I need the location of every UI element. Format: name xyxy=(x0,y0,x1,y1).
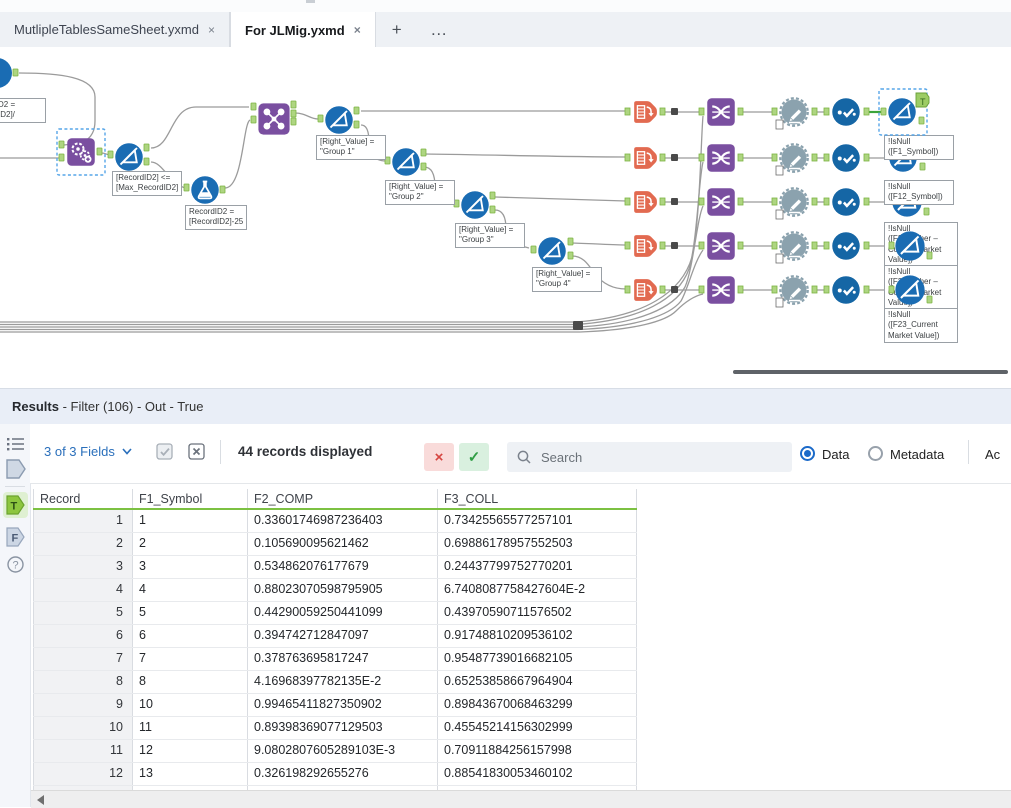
false-anchor-button[interactable]: F xyxy=(3,524,28,550)
filter-tool-group1[interactable] xyxy=(317,105,360,135)
table-row[interactable]: 5 5 0.44290059250441099 0.43970590711576… xyxy=(33,602,637,625)
table-row[interactable]: 8 8 4.16968397782135E-2 0.65253858667964… xyxy=(33,671,637,694)
results-subtitle: - Filter (106) - Out - True xyxy=(58,399,204,414)
list-view-icon[interactable] xyxy=(7,437,25,451)
arrange-tool-rows[interactable] xyxy=(624,100,666,302)
actions-label[interactable]: Ac xyxy=(985,447,1001,462)
column-header-f2-comp[interactable]: F2_COMP xyxy=(248,489,438,508)
filter-tool-group2[interactable] xyxy=(384,147,427,177)
tab-label: MutlipleTablesSameSheet.yxmd xyxy=(14,22,199,37)
svg-text:F: F xyxy=(12,533,19,545)
table-row[interactable]: 11 12 9.0802807605289103E-3 0.7091188425… xyxy=(33,740,637,763)
top-toolbar-fragment xyxy=(306,0,315,3)
table-horizontal-scrollbar[interactable] xyxy=(31,790,1011,808)
search-input[interactable] xyxy=(539,448,763,466)
tool-annotation: [Right_Value] ="Group 4" xyxy=(532,267,602,292)
new-tab-button[interactable]: + xyxy=(391,19,402,39)
filter-tool-isnull-row1-selected[interactable]: T xyxy=(878,88,930,136)
metadata-radio[interactable] xyxy=(868,446,883,461)
records-displayed-text: 44 records displayed xyxy=(238,444,373,459)
clear-selection-icon[interactable] xyxy=(188,443,206,461)
table-row[interactable]: 10 11 0.89398369077129503 0.455452141563… xyxy=(33,717,637,740)
results-title: Results xyxy=(12,399,59,414)
workflow-tab-bar: MutlipleTablesSameSheet.yxmd × For JLMig… xyxy=(0,12,1011,48)
table-row[interactable]: 7 7 0.378763695817247 0.9548773901668210… xyxy=(33,648,637,671)
svg-text:T: T xyxy=(11,501,18,513)
formula-tool[interactable] xyxy=(183,175,226,205)
macro-indicator-icon xyxy=(775,119,784,308)
svg-text:T: T xyxy=(920,97,926,107)
select-all-checkbox-icon[interactable] xyxy=(156,443,174,461)
tool-annotation: RecordID2 =[RecordID2]/ xyxy=(0,98,46,123)
fields-dropdown-button[interactable]: 3 of 3 Fields xyxy=(44,444,132,459)
tool-annotation: !IsNull([F23_Current Market Value]) xyxy=(884,308,958,344)
table-row[interactable]: 2 2 0.105690095621462 0.6988617895755250… xyxy=(33,533,637,556)
filter-tool-isnull-row5[interactable] xyxy=(888,274,933,306)
connection-label-glyphs xyxy=(573,108,678,330)
tool-annotation: [Right_Value] ="Group 2" xyxy=(385,180,455,205)
results-anchor-strip: T F ? xyxy=(0,424,31,807)
tab-for-jlmig[interactable]: For JLMig.yxmd × xyxy=(230,12,376,48)
tool-annotation: !IsNull([F12_Symbol]) xyxy=(884,180,954,205)
join-multiple-tool[interactable] xyxy=(250,100,297,136)
top-strip xyxy=(0,0,1011,12)
canvas-overlay-tools: T xyxy=(878,88,933,306)
tab-overflow-button[interactable]: … xyxy=(430,19,448,39)
search-box[interactable] xyxy=(507,442,792,472)
filter-tool-isnull-row3[interactable] xyxy=(891,186,930,218)
true-output-anchor: T xyxy=(915,92,930,108)
canvas-horizontal-scrollbar[interactable] xyxy=(733,370,1008,374)
filter-tool-group4[interactable] xyxy=(530,236,574,266)
column-header-f3-coll[interactable]: F3_COLL xyxy=(438,489,637,508)
workflow-canvas[interactable]: RecordID2 =[RecordID2]/ [RecordID2] <=[M… xyxy=(0,47,1011,388)
table-row[interactable]: 1 1 0.33601746987236403 0.73425565577257… xyxy=(33,510,637,533)
filter-tool-group3[interactable] xyxy=(453,190,496,220)
table-row-partial xyxy=(33,786,637,790)
chevron-down-icon xyxy=(122,448,132,455)
svg-text:?: ? xyxy=(13,560,19,572)
table-row[interactable]: 12 13 0.326198292655276 0.88541830053460… xyxy=(33,763,637,786)
union-tool-rows[interactable] xyxy=(698,97,744,305)
table-row[interactable]: 4 4 0.88023070598795905 6.74080877584276… xyxy=(33,579,637,602)
scroll-left-arrow-icon[interactable] xyxy=(37,794,44,805)
column-header-f1-symbol[interactable]: F1_Symbol xyxy=(133,489,248,508)
close-icon[interactable]: × xyxy=(353,23,361,37)
filter-tool-isnull-row4[interactable] xyxy=(888,230,933,262)
tool-partial-blue[interactable] xyxy=(0,58,19,88)
true-anchor-button[interactable]: T xyxy=(3,492,28,518)
results-data-grid[interactable]: Record F1_Symbol F2_COMP F3_COLL 1 1 0.3… xyxy=(33,489,637,790)
results-header: Results - Filter (106) - Out - True xyxy=(0,388,1011,424)
tool-annotation: RecordID2 =[RecordID2]-25 xyxy=(185,205,248,230)
select-tool-rows[interactable] xyxy=(823,97,870,305)
apply-button[interactable]: ✓ xyxy=(459,443,489,471)
search-icon xyxy=(517,450,531,464)
tool-annotation: [RecordID2] <=[Max_RecordID2] xyxy=(112,171,183,196)
data-radio[interactable] xyxy=(800,446,815,461)
divider xyxy=(220,440,221,464)
data-radio-label: Data xyxy=(822,447,850,462)
tool-annotation: [Right_Value] ="Group 3" xyxy=(455,223,525,248)
metadata-radio-label: Metadata xyxy=(890,447,945,462)
canvas-view-icon[interactable] xyxy=(6,459,26,479)
close-icon[interactable]: × xyxy=(207,22,215,37)
tool-annotation: !IsNull([F1_Symbol]) xyxy=(884,135,954,160)
table-row[interactable]: 6 6 0.394742712847097 0.9174881020953610… xyxy=(33,625,637,648)
column-header-record[interactable]: Record xyxy=(33,489,133,508)
filter-tool[interactable] xyxy=(107,142,150,172)
tab-label: For JLMig.yxmd xyxy=(245,22,345,38)
data-cleansing-tool-rows[interactable] xyxy=(771,97,818,308)
filter-tool-isnull-row2[interactable] xyxy=(888,143,926,173)
divider xyxy=(5,486,25,487)
cancel-button[interactable]: × xyxy=(424,443,454,471)
results-toolbar: 3 of 3 Fields 44 records displayed × ✓ D… xyxy=(30,424,1011,484)
tab-multipletablessamesheet[interactable]: MutlipleTablesSameSheet.yxmd × xyxy=(0,12,230,47)
table-row[interactable]: 3 3 0.534862076177679 0.2443779975277020… xyxy=(33,556,637,579)
table-row[interactable]: 9 10 0.99465411827350902 0.8984367006846… xyxy=(33,694,637,717)
help-icon[interactable]: ? xyxy=(7,556,24,573)
table-header-row: Record F1_Symbol F2_COMP F3_COLL xyxy=(33,489,637,510)
fields-label: 3 of 3 Fields xyxy=(44,444,115,459)
divider xyxy=(968,440,969,464)
tool-annotation: [Right_Value] ="Group 1" xyxy=(316,135,386,160)
append-fields-tool[interactable] xyxy=(56,128,106,176)
